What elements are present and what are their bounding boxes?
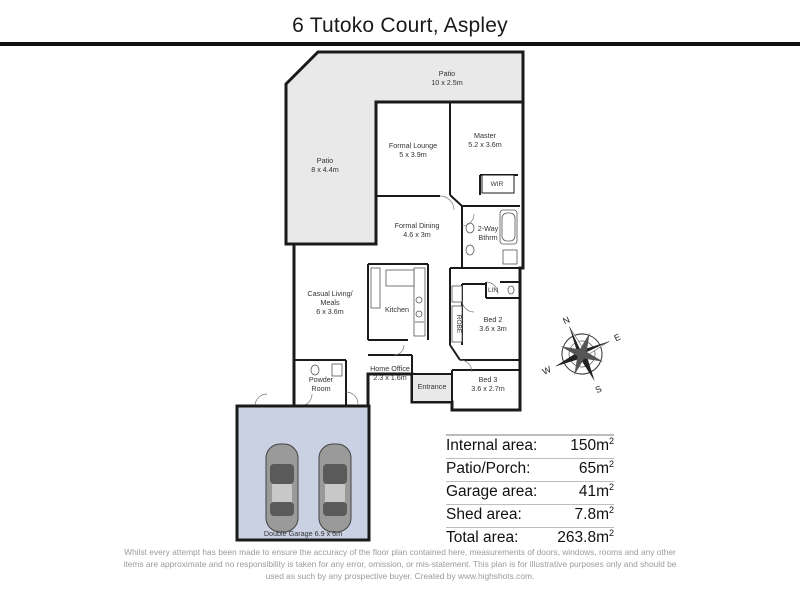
area-label: Shed area: (446, 506, 522, 524)
area-value: 263.8m (557, 529, 609, 547)
title-divider (0, 42, 800, 46)
area-value: 7.8m (574, 506, 609, 524)
bathroom-name2: Bthrm (478, 233, 497, 242)
patio-top-name: Patio (439, 69, 455, 78)
kitchen-fixtures (370, 267, 426, 337)
lin-label: LIN (488, 287, 498, 294)
area-label: Garage area: (446, 483, 538, 501)
master-size: 5.2 x 3.6m (468, 140, 502, 149)
casual-living-size: 6 x 3.6m (316, 307, 344, 316)
powder-name2: Room (311, 384, 330, 393)
lin-cupboard (451, 285, 463, 303)
bed3-name: Bed 3 (479, 375, 498, 384)
entrance-porch (411, 373, 453, 403)
page-title: 6 Tutoko Court, Aspley (292, 14, 508, 37)
bed2-size: 3.6 x 3m (479, 324, 507, 333)
area-row-garage: Garage area: 41m2 (446, 481, 614, 504)
robe-label: ROBE (455, 315, 462, 334)
car-left (265, 443, 299, 533)
robe-bed2 (451, 305, 463, 343)
bed3-size: 3.6 x 2.7m (471, 384, 505, 393)
casual-living-name: Casual Living/ (307, 289, 352, 298)
formal-dining-size: 4.6 x 3m (403, 230, 431, 239)
area-row-total: Total area: 263.8m2 (446, 527, 614, 550)
compass-n: N (561, 315, 571, 327)
compass-e: E (613, 332, 623, 344)
area-label: Total area: (446, 529, 519, 547)
casual-living-name2: Meals (320, 298, 340, 307)
area-label: Patio/Porch: (446, 460, 531, 478)
patio-left-size: 8 x 4.4m (311, 165, 339, 174)
compass-s: S (594, 384, 604, 396)
powder-fixtures (310, 363, 343, 377)
area-row-patio: Patio/Porch: 65m2 (446, 458, 614, 481)
area-row-internal: Internal area: 150m2 (446, 434, 614, 458)
bed2-name: Bed 2 (484, 315, 503, 324)
bath-fixtures (465, 209, 518, 295)
area-value: 41m (578, 483, 609, 501)
compass-w: W (541, 364, 553, 377)
area-value: 150m (570, 437, 609, 455)
garage-name: Double Garage 6.9 x 6m (264, 529, 342, 538)
area-row-shed: Shed area: 7.8m2 (446, 504, 614, 527)
kitchen-name: Kitchen (385, 305, 409, 314)
disclaimer: Whilst every attempt has been made to en… (123, 547, 677, 581)
area-summary: Internal area: 150m2 Patio/Porch: 65m2 G… (446, 434, 614, 550)
compass-rose: N S E W (541, 315, 623, 396)
patio-top-size: 10 x 2.5m (431, 78, 463, 87)
home-office-size: 2.3 x 1.6m (373, 373, 407, 382)
wir-label: WIR (491, 181, 504, 188)
wir-box (481, 174, 515, 194)
formal-lounge-name: Formal Lounge (389, 141, 437, 150)
master-name: Master (474, 131, 497, 140)
home-office-name: Home Office (370, 364, 410, 373)
car-right (318, 443, 352, 533)
entrance-name: Entrance (418, 382, 447, 391)
area-label: Internal area: (446, 437, 538, 455)
patio-left-name: Patio (317, 156, 333, 165)
bathroom-name: 2-Way (478, 224, 499, 233)
powder-name: Powder (309, 375, 334, 384)
area-value: 65m (578, 460, 609, 478)
formal-lounge-size: 5 x 3.9m (399, 150, 427, 159)
formal-dining-name: Formal Dining (395, 221, 440, 230)
